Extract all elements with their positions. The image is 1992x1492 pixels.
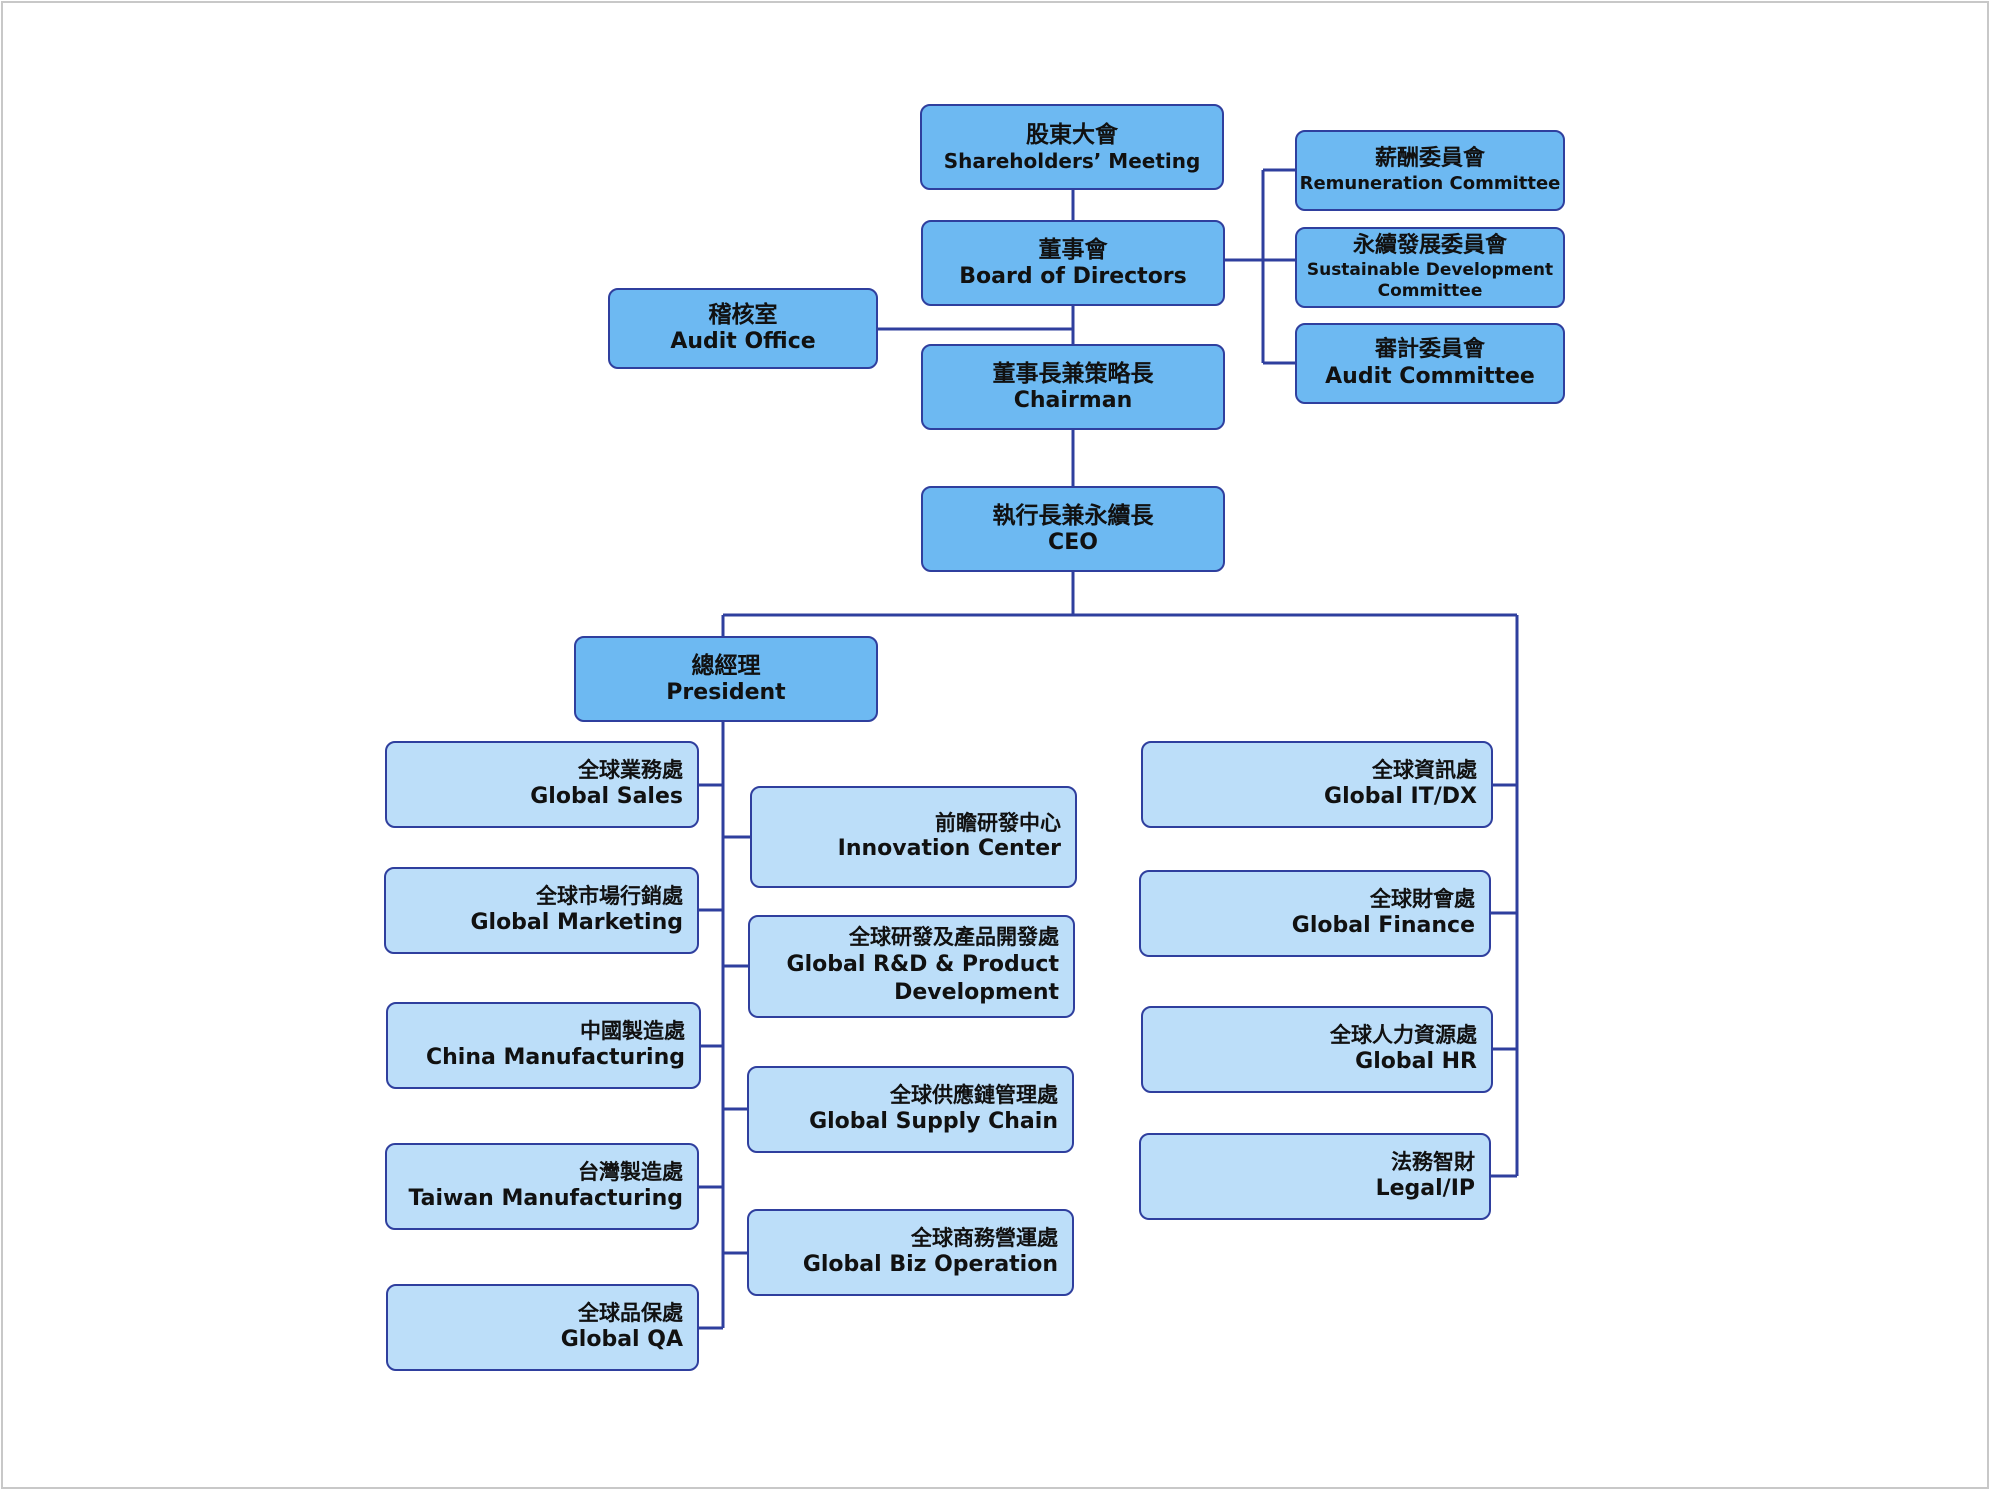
board-of-directors-box: 董事會 Board of Directors (921, 220, 1225, 306)
global-rnd-en: Global R&D & Product Development (786, 951, 1059, 1006)
audit-committee-box: 審計委員會 Audit Committee (1295, 323, 1565, 404)
global-sales-zh: 全球業務處 (578, 758, 683, 783)
remuneration-committee-en: Remuneration Committee (1299, 172, 1561, 194)
china-manufacturing-zh: 中國製造處 (580, 1019, 685, 1044)
china-manufacturing-en: China Manufacturing (425, 1044, 685, 1070)
global-qa-zh: 全球品保處 (578, 1301, 683, 1326)
audit-committee-en: Audit Committee (1325, 363, 1535, 389)
global-sales-en: Global Sales (530, 783, 683, 809)
global-supply-chain-zh: 全球供應鏈管理處 (890, 1083, 1058, 1108)
audit-office-zh: 稽核室 (708, 302, 778, 329)
sustainable-development-committee-box: 永續發展委員會 Sustainable Development Committe… (1295, 227, 1565, 308)
taiwan-manufacturing-en: Taiwan Manufacturing (408, 1185, 683, 1211)
shareholders-meeting-zh: 股東大會 (1026, 121, 1118, 148)
legal-ip-en: Legal/IP (1375, 1175, 1475, 1201)
global-qa-box: 全球品保處 Global QA (386, 1284, 699, 1371)
global-biz-operation-box: 全球商務營運處 Global Biz Operation (747, 1209, 1074, 1296)
global-hr-zh: 全球人力資源處 (1330, 1023, 1477, 1048)
president-zh: 總經理 (691, 652, 761, 679)
ceo-en: CEO (1048, 529, 1098, 555)
taiwan-manufacturing-box: 台灣製造處 Taiwan Manufacturing (385, 1143, 699, 1230)
global-marketing-box: 全球市場行銷處 Global Marketing (384, 867, 699, 954)
board-of-directors-zh: 董事會 (1038, 236, 1108, 263)
shareholders-meeting-box: 股東大會 Shareholders’ Meeting (920, 104, 1224, 190)
china-manufacturing-box: 中國製造處 China Manufacturing (386, 1002, 701, 1089)
chairman-box: 董事長兼策略長 Chairman (921, 344, 1225, 430)
global-biz-operation-zh: 全球商務營運處 (911, 1226, 1058, 1251)
global-qa-en: Global QA (560, 1326, 683, 1352)
remuneration-committee-zh: 薪酬委員會 (1374, 146, 1485, 172)
global-finance-box: 全球財會處 Global Finance (1139, 870, 1491, 957)
global-biz-operation-en: Global Biz Operation (802, 1251, 1058, 1277)
global-rnd-zh: 全球研發及產品開發處 (849, 925, 1059, 950)
audit-committee-zh: 審計委員會 (1374, 336, 1485, 362)
global-rnd-box: 全球研發及產品開發處 Global R&D & Product Developm… (748, 915, 1075, 1018)
shareholders-meeting-en: Shareholders’ Meeting (943, 148, 1201, 173)
global-it-dx-en: Global IT/DX (1324, 783, 1477, 809)
audit-office-en: Audit Office (670, 329, 816, 355)
global-supply-chain-box: 全球供應鏈管理處 Global Supply Chain (747, 1066, 1074, 1153)
president-en: President (666, 679, 786, 705)
innovation-center-box: 前瞻研發中心 Innovation Center (750, 786, 1077, 888)
innovation-center-zh: 前瞻研發中心 (935, 810, 1061, 835)
global-it-dx-zh: 全球資訊處 (1372, 758, 1477, 783)
chairman-zh: 董事長兼策略長 (992, 360, 1154, 387)
innovation-center-en: Innovation Center (837, 836, 1061, 862)
global-supply-chain-en: Global Supply Chain (809, 1108, 1058, 1134)
global-finance-zh: 全球財會處 (1370, 887, 1475, 912)
taiwan-manufacturing-zh: 台灣製造處 (578, 1160, 683, 1185)
sustainable-development-committee-en: Sustainable Development Committee (1306, 259, 1554, 301)
sustainable-development-committee-zh: 永續發展委員會 (1352, 232, 1507, 258)
ceo-zh: 執行長兼永續長 (992, 502, 1154, 529)
ceo-box: 執行長兼永續長 CEO (921, 486, 1225, 572)
global-sales-box: 全球業務處 Global Sales (385, 741, 699, 828)
remuneration-committee-box: 薪酬委員會 Remuneration Committee (1295, 130, 1565, 211)
legal-ip-box: 法務智財 Legal/IP (1139, 1133, 1491, 1220)
global-finance-en: Global Finance (1291, 912, 1475, 938)
global-it-dx-box: 全球資訊處 Global IT/DX (1141, 741, 1493, 828)
board-of-directors-en: Board of Directors (959, 263, 1187, 289)
global-hr-box: 全球人力資源處 Global HR (1141, 1006, 1493, 1093)
chairman-en: Chairman (1013, 387, 1133, 413)
legal-ip-zh: 法務智財 (1391, 1150, 1475, 1175)
global-marketing-zh: 全球市場行銷處 (536, 884, 683, 909)
audit-office-box: 稽核室 Audit Office (608, 288, 878, 369)
global-marketing-en: Global Marketing (470, 909, 683, 935)
global-hr-en: Global HR (1355, 1048, 1477, 1074)
president-box: 總經理 President (574, 636, 878, 722)
